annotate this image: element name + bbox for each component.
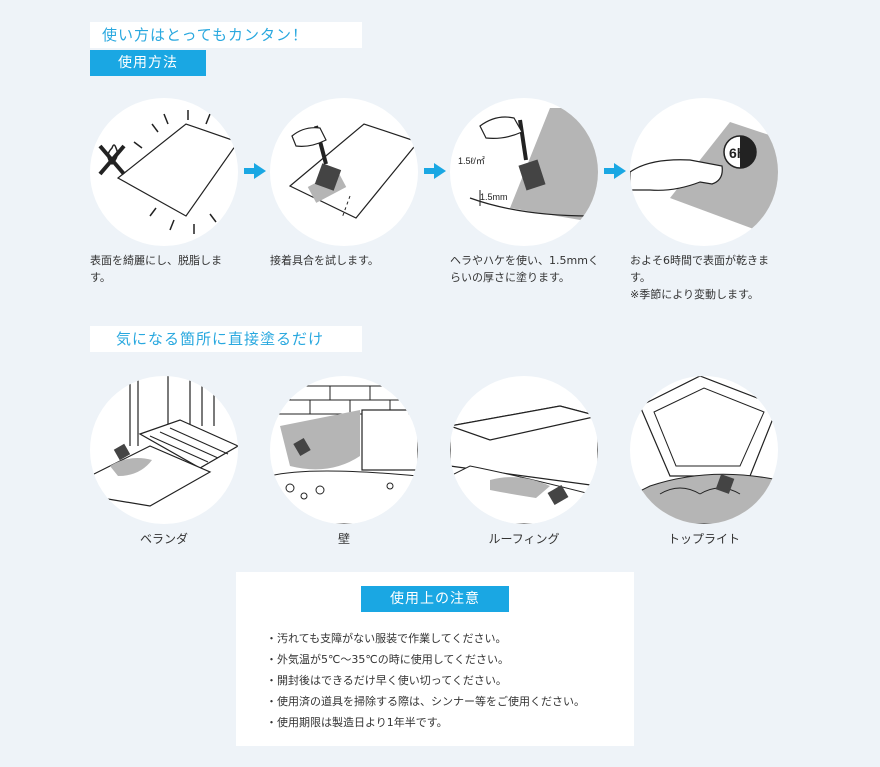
places-title: 気になる箇所に直接塗るだけ bbox=[90, 326, 362, 352]
step4-note-text: ※季節により変動します。 bbox=[630, 288, 759, 301]
place-label-wall: 壁 bbox=[337, 532, 350, 546]
step3-text: ヘラやハケを使い、1.5mmくらいの厚さに塗ります。 bbox=[450, 254, 599, 284]
arrow-right-icon bbox=[244, 163, 266, 179]
step2-illustration bbox=[270, 98, 418, 246]
no-oil-icon bbox=[98, 144, 126, 176]
list-item: ・開封後はできるだけ早く使い切ってください。 bbox=[266, 674, 507, 687]
clock-6h-icon: 6h bbox=[723, 135, 757, 169]
step4-text: およそ6時間で表面が乾きます。 ※季節により変動します。 bbox=[630, 252, 780, 303]
step4-illustration: 6h bbox=[630, 98, 778, 246]
arrow-right-icon bbox=[424, 163, 446, 179]
place-label-roofing: ルーフィング bbox=[488, 532, 560, 546]
list-item: ・使用期限は製造日より1年半です。 bbox=[266, 716, 448, 729]
place-illustration-toplight bbox=[630, 376, 778, 524]
notes-list: ・汚れても支障がない服装で作業してください。 ・外気温が5℃～35℃の時に使用し… bbox=[266, 628, 585, 733]
list-item: ・使用済の道具を掃除する際は、シンナー等をご使用ください。 bbox=[266, 695, 585, 708]
arrow-right-icon bbox=[604, 163, 626, 179]
notes-title: 使用上の注意 bbox=[361, 586, 509, 612]
step3-illustration: 1.5ℓ/㎡ 1.5mm bbox=[450, 98, 598, 246]
section-title-usage: 使用方法 bbox=[90, 50, 206, 76]
amount-label: 1.5ℓ/㎡ bbox=[458, 156, 485, 166]
list-item: ・外気温が5℃～35℃の時に使用してください。 bbox=[266, 653, 510, 666]
place-label-toplight: トップライト bbox=[667, 532, 740, 546]
step2-text: 接着具合を試します。 bbox=[270, 254, 379, 267]
notes-box: 使用上の注意 ・汚れても支障がない服装で作業してください。 ・外気温が5℃～35… bbox=[236, 572, 634, 746]
place-label-veranda: ベランダ bbox=[139, 532, 188, 546]
step1-illustration bbox=[90, 98, 238, 246]
thickness-label: 1.5mm bbox=[480, 192, 508, 202]
tagline: 使い方はとってもカンタン！ bbox=[90, 22, 362, 48]
place-illustration-wall bbox=[270, 376, 418, 524]
step1-text: 表面を綺麗にし、脱脂します。 bbox=[90, 254, 222, 284]
place-illustration-veranda bbox=[90, 376, 238, 524]
place-illustration-roofing bbox=[450, 376, 598, 524]
time-label: 6h bbox=[729, 145, 745, 161]
step4-main-text: およそ6時間で表面が乾きます。 bbox=[630, 254, 769, 284]
list-item: ・汚れても支障がない服装で作業してください。 bbox=[266, 632, 507, 645]
